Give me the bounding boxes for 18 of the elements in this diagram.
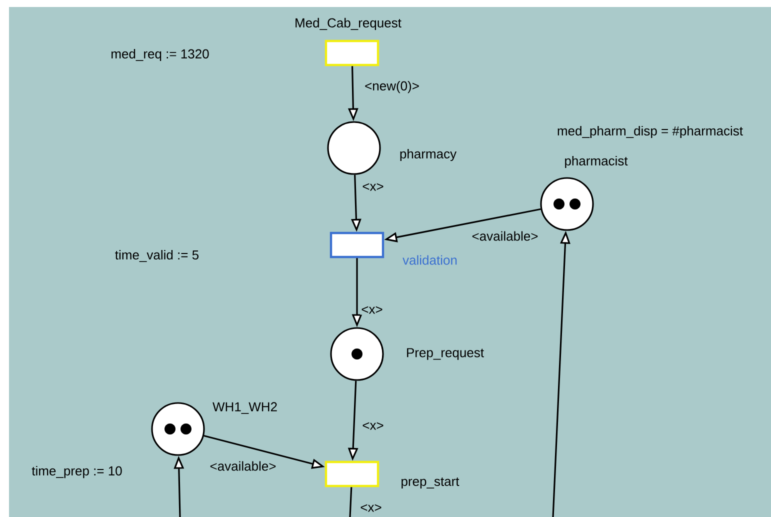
- declaration-text: time_valid := 5: [115, 250, 199, 262]
- place-label: prep_start: [402, 477, 460, 489]
- edge-label: <x>: [360, 305, 384, 315]
- declaration-text: time_prep := 10: [32, 466, 122, 478]
- place-label: pharmacy: [400, 148, 457, 162]
- edge-label: <x>: [359, 503, 383, 513]
- place-label: validation: [402, 255, 457, 265]
- place-label: Med_Cab_request: [296, 18, 402, 30]
- edge-label: <new(0)>: [364, 80, 420, 94]
- place-label: Prep_request: [407, 348, 484, 360]
- edge-label: <x>: [361, 182, 385, 192]
- edge-label: <x>: [361, 421, 385, 431]
- place-label: WH1_WH2: [212, 402, 277, 414]
- place-label: pharmacist: [565, 156, 628, 168]
- declaration-text: med_req := 1320: [112, 48, 209, 62]
- edge-label: <available>: [470, 230, 540, 242]
- declaration-text: med_pharm_disp = #pharmacist: [558, 126, 743, 138]
- edge-label: <available>: [208, 460, 278, 472]
